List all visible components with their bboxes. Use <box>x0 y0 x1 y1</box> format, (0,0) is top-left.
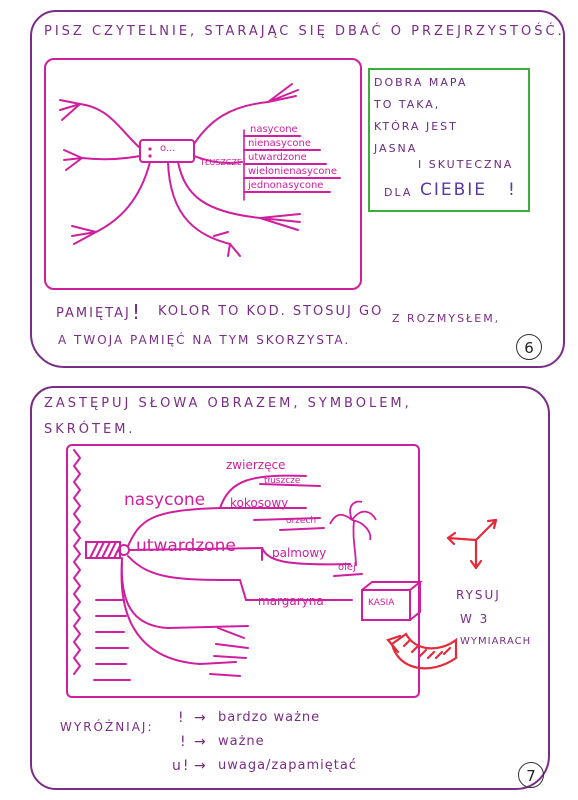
legend-title: WYRÓŻNIAJ: <box>60 720 154 734</box>
legend-arrow-2: → <box>194 734 208 750</box>
map-item-nienasycone: nienasycone <box>248 138 311 149</box>
note-emphasis: CIEBIE <box>420 180 488 200</box>
legend-meaning-2: ważne <box>218 734 265 749</box>
section-7-heading-1: ZASTĘPUJ SŁOWA OBRAZEM, SYMBOLEM, <box>44 396 412 411</box>
map7-margaryna: margaryna <box>258 594 324 608</box>
page-number-7: 7 <box>518 762 544 788</box>
legend-symbol-1: ! <box>178 710 186 726</box>
map7-zwierzece: zwierzęce <box>226 458 286 472</box>
note-box <box>368 68 530 212</box>
section-6-card <box>30 10 565 368</box>
note-exclamation: ! <box>508 180 517 200</box>
mind-map-frame-7 <box>66 444 420 698</box>
map7-palmowy: palmowy <box>272 546 327 560</box>
map-item-jednonasycone: jednonasycone <box>248 180 324 191</box>
section-6-heading: PISZ CZYTELNIE, STARAJĄC SIĘ DBAĆ O PRZE… <box>44 24 565 39</box>
legend-arrow-1: → <box>194 710 208 726</box>
branch-label-tluszcze: TŁUSZCZE <box>200 158 242 167</box>
legend-symbol-2: ! <box>180 734 188 750</box>
map-item-wielonienasycone: wielonienasycone <box>248 166 337 177</box>
mind-map-frame <box>44 58 362 290</box>
note-line-5: I SKUTECZNA <box>418 158 514 171</box>
map-item-utwardzone: utwardzone <box>248 152 307 163</box>
reminder-text-2: A TWOJA PAMIĘĆ NA TYM SKORZYSTA. <box>58 333 351 347</box>
map7-tluszcze: tłuszcze <box>264 476 301 486</box>
reminder-mark: ! <box>132 300 143 324</box>
legend-arrow-3: → <box>194 758 208 774</box>
section-7-heading-2: SKRÓTEM. <box>44 422 136 437</box>
legend-symbol-3: u! <box>172 758 191 774</box>
draw-3d-line-1: RYSUJ <box>456 588 501 602</box>
section-7-card <box>30 386 550 790</box>
map7-utwardzone: utwardzone <box>136 536 236 556</box>
note-line-1: DOBRA MAPA <box>374 76 468 89</box>
map7-kokosowy: kokosowy <box>230 496 289 510</box>
draw-3d-line-3: WYMIARACH <box>460 636 532 647</box>
map-item-nasycone: nasycone <box>250 124 298 135</box>
map7-orzech: orzech <box>286 516 317 526</box>
kasia-label: KASIA <box>368 598 395 608</box>
reminder-word: PAMIĘTAJ <box>56 306 131 321</box>
map7-nasycone: nasycone <box>124 490 206 510</box>
note-line-3: KTÓRA JEST <box>374 120 458 133</box>
note-line-2: TO TAKA, <box>374 98 441 111</box>
map7-olej: olej <box>338 562 356 573</box>
reminder-text-end: Z ROZMYSŁEM, <box>392 312 501 325</box>
page-number-6: 6 <box>516 334 542 360</box>
center-node-label: o... <box>160 143 176 154</box>
note-line-6: DLA <box>384 186 413 199</box>
draw-3d-line-2: W 3 <box>460 612 490 626</box>
note-line-4: JASNA <box>374 142 418 155</box>
legend-meaning-3: uwaga/zapamiętać <box>218 758 357 773</box>
reminder-text: KOLOR TO KOD. STOSUJ GO <box>158 304 384 319</box>
legend-meaning-1: bardzo ważne <box>218 710 321 725</box>
